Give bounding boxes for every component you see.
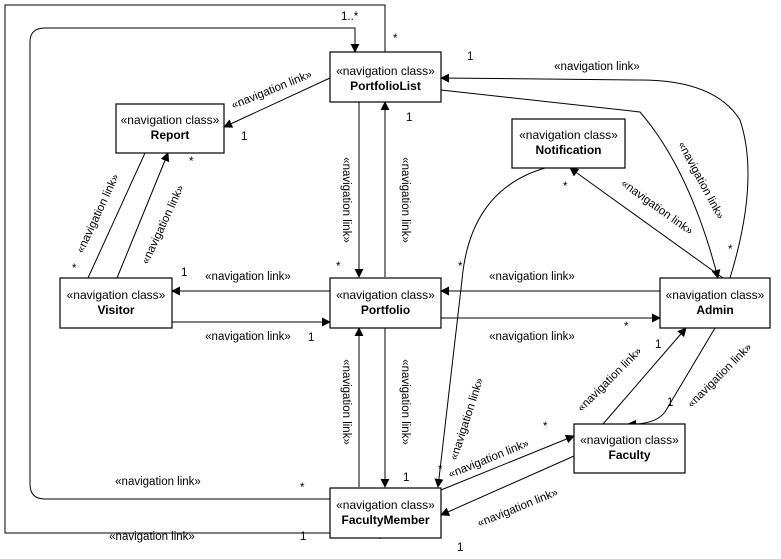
multiplicity: 1: [467, 51, 473, 63]
class-name: Report: [151, 128, 190, 142]
link-label: «navigation link»: [399, 157, 411, 243]
link-label: «navigation link»: [575, 345, 644, 414]
multiplicity: *: [300, 482, 305, 494]
multiplicity: 1: [403, 472, 409, 484]
multiplicity: 1: [308, 332, 314, 344]
class-name: Notification: [536, 143, 602, 157]
link-label: «navigation link»: [340, 359, 352, 445]
multiplicity: 1: [667, 397, 673, 409]
multiplicity: *: [189, 156, 194, 168]
link-label: «navigation link»: [489, 271, 575, 283]
multiplicity: 1: [406, 112, 412, 124]
class-report: «navigation class» Report: [115, 103, 225, 154]
class-name: Portfolio: [361, 303, 410, 317]
edge-faculty-to-facultymember: [440, 455, 575, 516]
multiplicity: *: [393, 33, 398, 45]
edge-admin-to-faculty: [627, 327, 716, 429]
stereotype-label: «navigation class»: [336, 498, 435, 512]
edge-admin-to-notification: [569, 167, 724, 279]
edge-facultymember-to-faculty: [440, 434, 575, 491]
link-label: «navigation link»: [115, 476, 201, 488]
stereotype-label: «navigation class»: [336, 64, 435, 78]
class-visitor: «navigation class» Visitor: [59, 277, 173, 329]
stereotype-label: «navigation class»: [666, 288, 765, 302]
multiplicity: *: [728, 244, 733, 256]
link-label: «navigation link»: [205, 331, 291, 343]
edge-report-to-visitor: [87, 152, 146, 279]
class-facultymember: «navigation class» FacultyMember: [329, 487, 442, 539]
multiplicity: *: [72, 263, 77, 275]
edge-portfoliolist-outer-loop: [4, 4, 386, 539]
link-label: «navigation link»: [75, 172, 122, 255]
link-label: «navigation link»: [489, 331, 575, 343]
multiplicity: 1: [241, 131, 247, 143]
multiplicity: *: [624, 321, 629, 333]
edge-admin-to-portfoliolist: [440, 73, 749, 279]
multiplicity: *: [563, 181, 568, 193]
link-label: «navigation link»: [205, 271, 291, 283]
class-name: FacultyMember: [341, 513, 429, 527]
link-label: «navigation link»: [140, 183, 187, 266]
class-name: Admin: [696, 303, 733, 317]
class-portfolio: «navigation class» Portfolio: [329, 277, 442, 329]
multiplicity: *: [458, 261, 463, 273]
link-label: «navigation link»: [476, 487, 560, 530]
multiplicity: *: [336, 261, 341, 273]
class-faculty: «navigation class» Faculty: [573, 423, 686, 474]
class-name: Faculty: [608, 448, 650, 462]
multiplicity: 1: [181, 267, 187, 279]
stereotype-label: «navigation class»: [121, 113, 220, 127]
stereotype-label: «navigation class»: [336, 288, 435, 302]
class-notification: «navigation class» Notification: [511, 118, 626, 169]
multiplicity: *: [543, 421, 548, 433]
edge-facultymember-inner-loop: [29, 27, 360, 500]
link-label: «navigation link»: [675, 140, 726, 221]
class-name: PortfolioList: [350, 79, 421, 93]
multiplicity: *: [438, 464, 443, 476]
class-admin: «navigation class» Admin: [659, 277, 771, 329]
class-name: Visitor: [97, 303, 134, 317]
multiplicity: 1: [457, 542, 463, 554]
edge-portfoliolist-to-admin: [440, 89, 721, 279]
edge-portfoliolist-report: [223, 77, 331, 128]
stereotype-label: «navigation class»: [580, 433, 679, 447]
edge-visitor-to-report: [116, 152, 170, 279]
multiplicity: 1: [655, 339, 661, 351]
stereotype-label: «navigation class»: [519, 128, 618, 142]
link-label: «navigation link»: [340, 157, 352, 243]
stereotype-label: «navigation class»: [67, 288, 166, 302]
multiplicity: 1..*: [341, 11, 359, 23]
multiplicities: 1..* * 1 1 1 * * * * 1 * * 1 * 1 1 * * 1…: [72, 11, 733, 554]
link-label: «navigation link»: [448, 376, 486, 461]
edge-notification-to-facultymember: [434, 167, 546, 488]
link-label: «navigation link»: [109, 531, 195, 543]
association-edges: [4, 4, 749, 539]
link-label: «navigation link»: [685, 341, 754, 410]
link-label: «navigation link»: [554, 61, 640, 73]
edge-faculty-to-admin: [602, 327, 687, 425]
link-label: «navigation link»: [399, 359, 411, 445]
link-label: «navigation link»: [619, 178, 695, 238]
class-portfoliolist: «navigation class» PortfolioList: [329, 51, 442, 103]
multiplicity: 1: [300, 531, 306, 543]
